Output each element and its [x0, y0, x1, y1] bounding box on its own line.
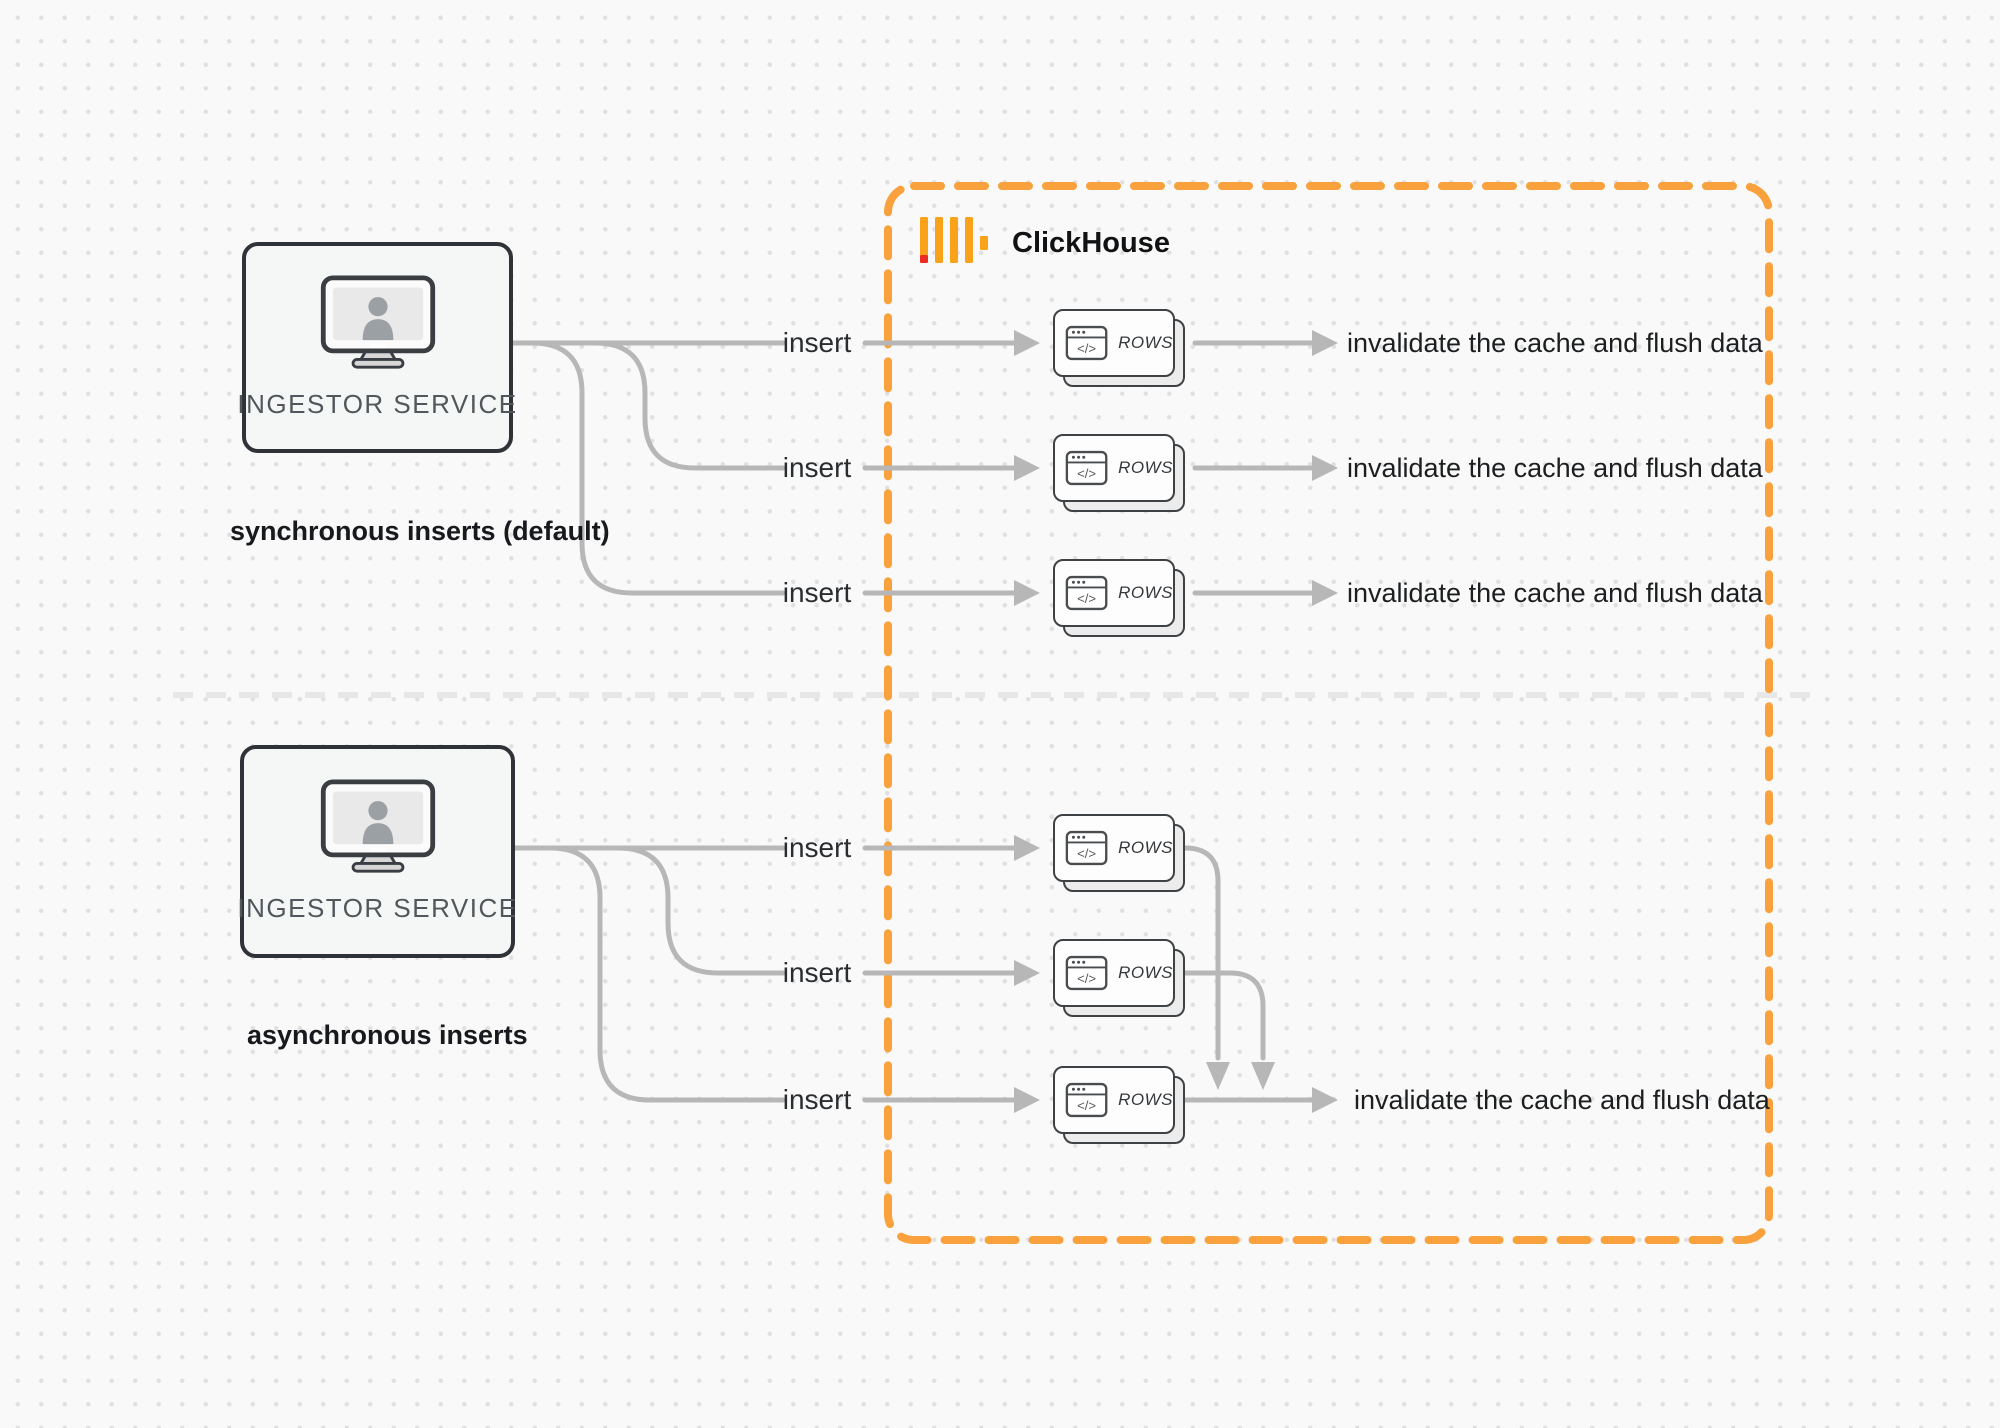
insert-label: insert: [782, 832, 852, 863]
arrowheads: [1014, 330, 1338, 1113]
browser-code-icon: </>: [1065, 450, 1108, 486]
insert-label: insert: [782, 957, 852, 988]
rows-box-front: </> ROWS: [1053, 309, 1175, 377]
ingestor-service-label: INGESTOR SERVICE: [237, 389, 518, 419]
rows-label: ROWS: [1118, 838, 1173, 857]
invalidate-label: invalidate the cache and flush data: [1347, 453, 1763, 483]
rows-label: ROWS: [1118, 963, 1173, 982]
insert-label: insert: [782, 577, 852, 608]
ingestor-service-box-async: INGESTOR SERVICE: [237, 745, 518, 958]
svg-text:</>: </>: [1077, 466, 1096, 481]
rows-box-front: </> ROWS: [1053, 814, 1175, 882]
browser-code-icon: </>: [1065, 575, 1108, 611]
svg-text:</>: </>: [1077, 341, 1096, 356]
ingestor-service-label: INGESTOR SERVICE: [237, 893, 518, 923]
clickhouse-logo-icon: [920, 217, 988, 263]
browser-code-icon: </>: [1065, 1082, 1108, 1118]
rows-label: ROWS: [1118, 1090, 1173, 1109]
browser-code-icon: </>: [1065, 955, 1108, 991]
svg-text:</>: </>: [1077, 1098, 1096, 1113]
invalidate-label: invalidate the cache and flush data: [1347, 328, 1763, 358]
ingestor-service-box-sync: INGESTOR SERVICE: [237, 242, 516, 453]
monitor-user-icon: [320, 779, 435, 873]
svg-text:</>: </>: [1077, 591, 1096, 606]
flow-lines: [502, 340, 1315, 1103]
rows-box: </> ROWS: [1053, 814, 1185, 892]
rows-box-front: </> ROWS: [1053, 434, 1175, 502]
browser-code-icon: </>: [1065, 830, 1108, 866]
rows-label: ROWS: [1118, 458, 1173, 477]
svg-text:</>: </>: [1077, 846, 1096, 861]
monitor-user-icon: [320, 275, 435, 369]
sync-caption: synchronous inserts (default): [230, 516, 610, 546]
clickhouse-dashed-container: [884, 182, 1773, 1244]
rows-box: </> ROWS: [1053, 1066, 1185, 1144]
clickhouse-title: ClickHouse: [1012, 227, 1170, 259]
insert-label: insert: [782, 452, 852, 483]
rows-box: </> ROWS: [1053, 434, 1185, 512]
insert-label: insert: [782, 1084, 852, 1115]
rows-box-front: </> ROWS: [1053, 559, 1175, 627]
invalidate-label: invalidate the cache and flush data: [1354, 1085, 1770, 1115]
browser-code-icon: </>: [1065, 325, 1108, 361]
svg-text:</>: </>: [1077, 971, 1096, 986]
rows-box-front: </> ROWS: [1053, 1066, 1175, 1134]
rows-box: </> ROWS: [1053, 309, 1185, 387]
insert-label: insert: [782, 327, 852, 358]
rows-label: ROWS: [1118, 333, 1173, 352]
rows-box-front: </> ROWS: [1053, 939, 1175, 1007]
rows-box: </> ROWS: [1053, 559, 1185, 637]
async-caption: asynchronous inserts: [247, 1020, 528, 1050]
rows-label: ROWS: [1118, 583, 1173, 602]
invalidate-label: invalidate the cache and flush data: [1347, 578, 1763, 608]
rows-box: </> ROWS: [1053, 939, 1185, 1017]
